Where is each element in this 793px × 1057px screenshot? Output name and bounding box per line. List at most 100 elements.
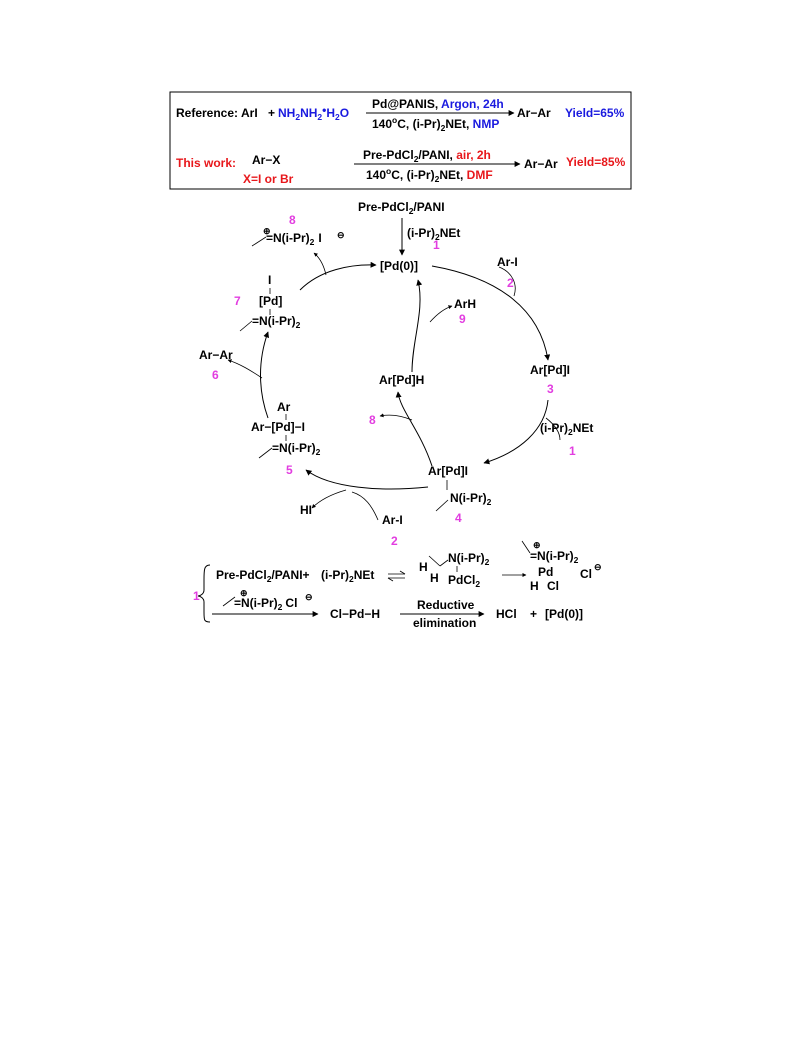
equilibrium-reverse-head [387, 577, 394, 582]
iminium-release-arc [313, 252, 327, 276]
aryl-iodide-2: Ar-I [497, 255, 518, 269]
reference-yield: Yield=65% [565, 106, 625, 120]
equilibrium-arrows [387, 570, 406, 582]
arh-release-arc [429, 305, 453, 323]
this-work-product: Ar−Ar [524, 157, 558, 171]
reference-plus: + [268, 106, 275, 120]
elimination-label: elimination [413, 616, 476, 630]
brace-number-1: 1 [193, 589, 200, 603]
base-entry-arc [545, 417, 561, 441]
compound-number-2: 2 [507, 276, 514, 290]
compound-number-1: 1 [433, 238, 440, 252]
comparison-box [169, 91, 632, 190]
precatalyst-label: Pre-PdCl2/PANI [358, 200, 445, 216]
complex2-plus-sign: ⊕ [533, 540, 541, 550]
compound-number-7: 7 [234, 294, 241, 308]
complex-h1: H [419, 560, 428, 574]
complex2-chloride: Cl [580, 567, 592, 581]
halide-note: X=I or Br [243, 172, 294, 186]
reference-label: Reference: [176, 106, 238, 120]
reference-row: Reference: ArI + NH2NH2•H2O Pd@PANIS, Ar… [176, 97, 625, 133]
activation-scheme: 1 Pre-PdCl2/PANI+ (i-Pr)2NEt H H N(i-Pr)… [193, 540, 602, 630]
c5-ethyl-bond [258, 447, 273, 459]
compound-number-2b: 2 [391, 534, 398, 548]
biaryl-product: Ar−Ar [199, 348, 233, 362]
complex2-h: H [530, 579, 539, 593]
this-work-row: This work: Ar−X X=I or Br Pre-PdCl2/PANI… [176, 148, 626, 186]
row2-pd0: [Pd(0)] [545, 607, 583, 621]
c7-ethyl-bond [239, 320, 253, 332]
complex2-cl: Cl [547, 579, 559, 593]
complex2-iminium: =N(i-Pr)2 [530, 549, 579, 565]
compound-number-8: 8 [289, 213, 296, 227]
complex-pdcl2: PdCl2 [448, 573, 480, 589]
compound-number-9: 9 [459, 312, 466, 326]
arpdi-3-label: Ar[Pd]I [530, 363, 570, 377]
compound-number-3: 3 [547, 382, 554, 396]
arpdi-4-label: Ar[Pd]I [428, 464, 468, 478]
compound-number-5: 5 [286, 463, 293, 477]
complex2-minus-sign: ⊖ [594, 562, 602, 572]
base-label: (i-Pr)2NEt [407, 226, 460, 242]
catalytic-cycle: Pre-PdCl2/PANI (i-Pr)2NEt 1 [Pd(0)] Ar-I… [199, 200, 593, 548]
row2-ethyl-bond [222, 596, 236, 607]
c5-core-label: Ar−[Pd]−I [251, 420, 305, 434]
equilibrium-forward-head [399, 570, 406, 575]
c7-iodide-label: I [268, 273, 271, 287]
complex-amine: N(i-Pr)2 [448, 551, 490, 567]
inner-arc-to-pd0 [411, 279, 423, 373]
cycle-arc-regeneration [299, 261, 377, 291]
scheme-brace [197, 564, 211, 623]
row2-minus-sign: ⊖ [305, 592, 313, 602]
reference-conditions-top: Pd@PANIS, Argon, 24h [372, 97, 504, 111]
compound-number-1b: 1 [569, 444, 576, 458]
cycle-arc-second-addition [305, 469, 429, 490]
c8-ethyl-bond [251, 236, 267, 247]
complex-ethyl-bond [428, 555, 441, 567]
c5-iminium-label: =N(i-Pr)2 [272, 441, 321, 457]
c5-ar-label: Ar [277, 400, 291, 414]
inner-arc-to-hydride [395, 391, 433, 467]
cycle-arc-amine-coordination [483, 399, 549, 465]
scheme-precatalyst: Pre-PdCl2/PANI+ [216, 568, 310, 584]
compound-number-6: 6 [212, 368, 219, 382]
compound-number-8b: 8 [369, 413, 376, 427]
complex2-pd: Pd [538, 565, 553, 579]
c8-minus-sign: ⊖ [337, 230, 345, 240]
amine-4-label: N(i-Pr)2 [450, 491, 492, 507]
this-work-yield: Yield=85% [566, 155, 626, 169]
this-work-label: This work: [176, 156, 236, 170]
this-work-reactant: Ar−X [252, 153, 280, 167]
arpdh-label: Ar[Pd]H [379, 373, 424, 387]
this-work-conditions-top: Pre-PdCl2/PANI, air, 2h [363, 148, 491, 164]
reference-conditions-bottom: 140oC, (i-Pr)2NEt, NMP [372, 115, 499, 133]
this-work-conditions-bottom: 140oC, (i-Pr)2NEt, DMF [366, 166, 493, 184]
reference-product: Ar−Ar [517, 106, 551, 120]
scheme-base: (i-Pr)2NEt [321, 568, 374, 584]
compound-number-4: 4 [455, 511, 462, 525]
hi-label: HI [300, 503, 312, 517]
row2-plus-sign: ⊕ [240, 588, 248, 598]
ar-i-entry-arc [498, 266, 516, 297]
c7-pd-label: [Pd] [259, 294, 282, 308]
aryl-iodide-bottom: Ar-I [382, 513, 403, 527]
biaryl-release-arc [227, 359, 263, 379]
inner-iminium-release-arc [379, 413, 413, 421]
pd0-label: [Pd(0)] [380, 259, 418, 273]
hydrazine-hydrate: NH2NH2•H2O [278, 103, 349, 122]
hi-release-arc [311, 489, 347, 509]
row2-plus: + [530, 607, 537, 621]
cycle-arc-reductive-elimination [260, 331, 270, 419]
complex2-ethyl-bond [521, 540, 531, 554]
c7-iminium-label: =N(i-Pr)2 [252, 314, 301, 330]
cycle-arc-oxidative-addition [431, 265, 551, 361]
c8-plus-sign: ⊕ [263, 226, 271, 236]
complex-h2: H [430, 571, 439, 585]
base-label-2: (i-Pr)2NEt [540, 421, 593, 437]
arh-label: ArH [454, 297, 476, 311]
complex-c-n-bond [439, 559, 449, 567]
ar-i-bottom-entry-arc [351, 491, 379, 521]
ethyl-bond-4 [435, 499, 449, 512]
